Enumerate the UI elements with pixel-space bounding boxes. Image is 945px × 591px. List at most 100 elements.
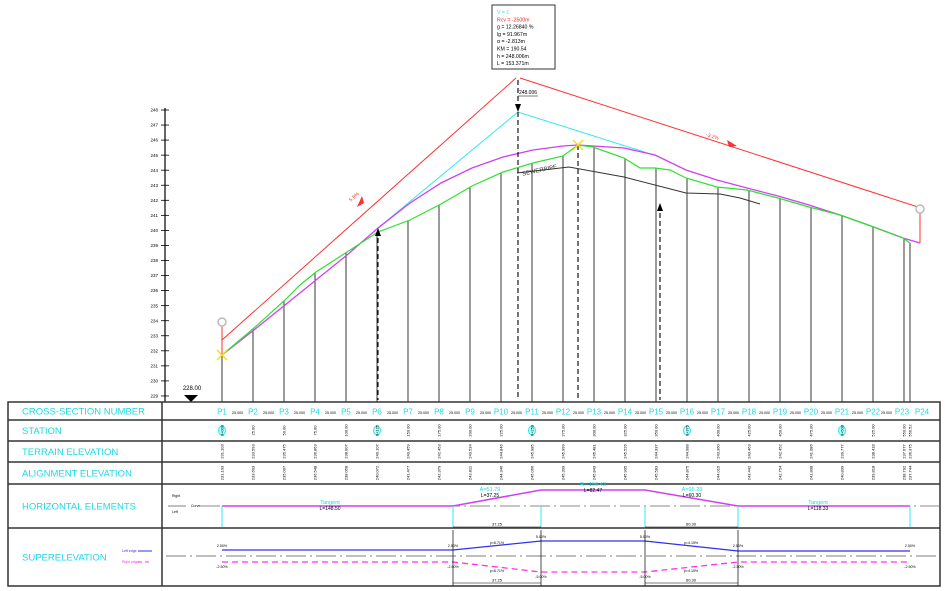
alignment-elevation-value: 245.843 [592,465,597,480]
terrain-elevation-value: 238.418 [871,444,876,459]
alignment-elevation-value: 244.015 [716,465,721,480]
right-edge-value: -2.50% [447,565,459,569]
section-distance: 25.000 [697,411,708,415]
section-distance: 25.000 [852,411,863,415]
sewer-pipe-line [516,166,761,205]
arrow-right-tangent-icon [727,140,737,147]
axis-tick-label: 234 [150,318,158,323]
legend-curve: Curve [191,504,200,508]
axis-tick-label: 230 [150,379,158,384]
horizontal-element-name: Tangent [808,500,828,506]
row-label-alignment: ALIGNMENT ELEVATION [22,469,132,480]
info-lg: lg = 91.967m [497,32,527,38]
info-g: g = 12.26840 % [497,25,534,31]
cross-section-number: P11 [525,408,539,417]
station-value: 475.00 [809,424,814,437]
cross-section-number: P6 [372,408,382,417]
alignment-elevation-value: 240.072 [375,465,380,480]
axis-tick-label: 231 [150,363,158,368]
terrain-elevation-value: 245.481 [592,444,597,459]
horizontal-element-length: L=37.25 [481,493,499,499]
station-value: 350.00 [654,424,659,437]
station-circle-icon [683,425,691,436]
cross-section-number: P19 [773,408,788,417]
alignment-elevation-value: 243.811 [468,465,473,480]
section-distance: 25.000 [511,411,522,415]
terrain-elevation-value: 238.007 [344,444,349,459]
section-distance: 25.000 [449,411,460,415]
slope-label: p=4.15% [684,541,699,545]
terrain-elevation-value: 243.534 [468,444,473,459]
section-distance: 25.000 [263,411,274,415]
info-h: h = 248.006m [497,54,529,60]
cross-section-number: P18 [742,408,757,417]
alignment-elevation-value: 245.399 [561,465,566,480]
legend-left-edge: Left edge [122,549,137,553]
section-distance: 25.000 [387,411,398,415]
alignment-elevation-value: 241.477 [406,465,411,480]
alignment-elevation-value: 240.839 [840,465,845,480]
terrain-elevation-value: 235.475 [282,444,287,459]
station-value: 325.00 [623,424,628,437]
station-value: 0+250 [530,424,535,436]
axis-tick-label: 240 [150,228,158,233]
section-distance: 25.000 [356,411,367,415]
terrain-elevation-value: 244.846 [499,444,504,459]
station-value: 225.00 [499,424,504,437]
axis-tick-label: 239 [150,243,158,248]
axis-tick-label: 244 [150,168,158,173]
grade-right-label: -3.2% [705,132,720,142]
profile-table [7,401,941,587]
horizontal-element-length: L=82.47 [584,488,602,494]
alignment-elevation-value: 236.548 [313,465,318,480]
section-distance: 25.000 [604,411,615,415]
right-edge-value: -2.50% [216,565,228,569]
station-value: 50.00 [282,425,287,436]
left-edge-value: 2.50% [448,544,459,548]
vertical-tangent-line [377,111,661,229]
alignment-elevation-value: 243.442 [747,465,752,480]
terrain-elevation-value: 231.103 [220,444,225,459]
cross-section-number: P4 [310,408,320,417]
axis-tick-label: 241 [150,213,158,218]
info-l: L = 153.371m [497,61,529,67]
cross-section-number: P14 [618,408,633,417]
row-label-superelevation: SUPERELEVATION [22,553,107,564]
section-distance: 25.000 [480,411,491,415]
alignment-elevation-value: 238.792 [902,465,907,480]
terrain-elevation-value: 244.088 [685,444,690,459]
terrain-elevation-value: 244.337 [654,444,659,459]
horizontal-element-name: A=95.23 [682,487,703,493]
cross-section-number: P22 [866,408,881,417]
left-edge-value: 2.50% [905,544,916,548]
legend-right-edge: Right edge [122,560,139,564]
section-distance: 25.000 [232,411,243,415]
section-distance: 25.000 [635,411,646,415]
info-alpha: α = -2.813m [497,39,525,45]
alignment-elevation-value: 235.007 [282,465,287,480]
station-value: 300.00 [592,424,597,437]
terrain-elevation-value: 243.360 [716,444,721,459]
terrain-elevation-value: 236.863 [313,444,318,459]
axis-tick-label: 243 [150,183,158,188]
info-rcv: Rcv = -2500m [497,17,529,23]
terrain-elevation-value: 239.777 [840,444,845,459]
terrain-line [221,144,911,356]
cross-section-number: P5 [341,408,351,417]
axis-tick-label: 246 [150,138,158,143]
station-value: 25.00 [251,425,256,436]
axis-tick-label: 235 [150,303,158,308]
station-value: 100.00 [344,424,349,437]
section-distance: 25.000 [542,411,553,415]
info-km: KM = 190.54 [497,47,527,53]
info-v: V = 1 [497,10,509,16]
axis-tick-label: 232 [150,348,158,353]
alignment-elevation-value: 244.875 [685,465,690,480]
cross-section-number: P16 [680,408,695,417]
station-value: 200.00 [468,424,473,437]
dimension-label: 37.25 [492,522,503,527]
pvi-elevation-label: 248.006 [519,90,537,96]
section-distance: 25.000 [573,411,584,415]
alignment-elevation-value: 231.103 [220,465,225,480]
terrain-elevation-value: 242.453 [437,444,442,459]
